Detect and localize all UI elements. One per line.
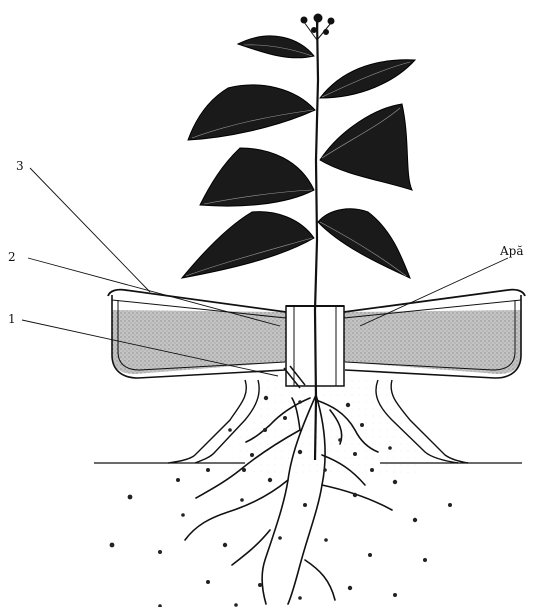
leaf xyxy=(318,209,410,278)
leaf xyxy=(320,60,415,98)
callout-1-label: 1 xyxy=(8,313,16,325)
leaf xyxy=(200,148,314,206)
water-fill xyxy=(112,310,286,374)
flower-cluster xyxy=(301,14,334,40)
water-fill xyxy=(344,310,521,374)
leader-3 xyxy=(30,168,150,292)
water-label: Apă xyxy=(500,245,524,257)
leaf xyxy=(320,104,412,190)
callout-2-label: 2 xyxy=(8,251,16,263)
callout-3-label: 3 xyxy=(16,160,24,172)
leaf xyxy=(182,212,314,278)
